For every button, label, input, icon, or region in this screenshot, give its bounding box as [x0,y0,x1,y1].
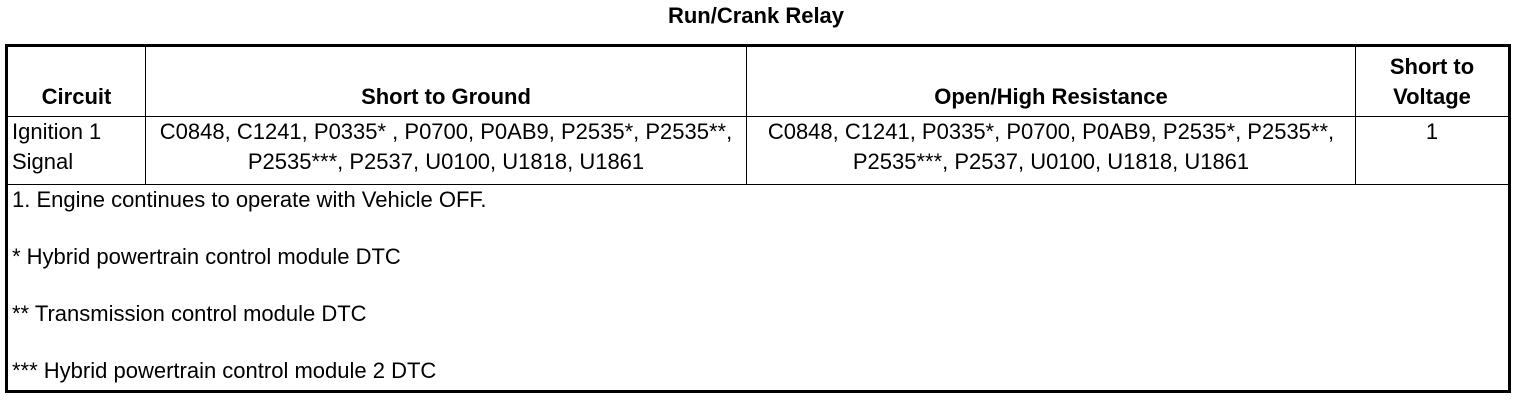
header-short-to-ground: Short to Ground [145,45,747,117]
page-title: Run/Crank Relay [667,3,845,28]
note-2: * Hybrid powertrain control module DTC [12,244,401,269]
note-4: *** Hybrid powertrain control module 2 D… [12,358,437,383]
cell-circuit: Ignition 1 Signal [6,116,146,185]
notes-row: 1. Engine continues to operate with Vehi… [6,184,1510,392]
note-1: 1. Engine continues to operate with Vehi… [12,187,487,212]
note-3: ** Transmission control module DTC [12,301,367,326]
notes-cell: 1. Engine continues to operate with Vehi… [6,184,1510,392]
table-row: Ignition 1 Signal C0848, C1241, P0335* ,… [6,116,1510,185]
header-short-to-voltage: Short to Voltage [1355,45,1510,117]
header-circuit: Circuit [6,45,146,117]
header-row: Circuit Short to Ground Open/High Resist… [6,45,1510,117]
dtc-table: Circuit Short to Ground Open/High Resist… [5,44,1511,393]
cell-short-to-voltage: 1 [1355,116,1510,185]
cell-short-to-ground: C0848, C1241, P0335* , P0700, P0AB9, P25… [145,116,747,185]
cell-open-high-resistance: C0848, C1241, P0335*, P0700, P0AB9, P253… [746,116,1356,185]
header-open-high-resistance: Open/High Resistance [746,45,1356,117]
